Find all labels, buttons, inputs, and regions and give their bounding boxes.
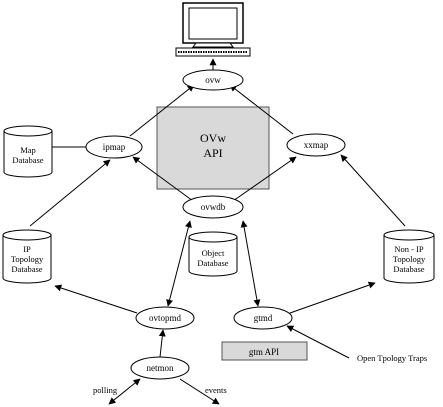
svg-text:Database: Database [11, 264, 42, 274]
arrow-ovwdb-to-ipmap [132, 156, 194, 202]
svg-text:ovwdb: ovwdb [201, 202, 226, 212]
ovw-api-box: OVw API [156, 106, 270, 190]
database-object: Object Database [188, 231, 238, 277]
svg-text:Object: Object [202, 248, 225, 258]
svg-text:ovw: ovw [205, 75, 221, 85]
arrow-ipmap-to-ovw [129, 84, 195, 137]
arrow-ovtopmd-to-ip-db [54, 284, 138, 314]
svg-text:Topology: Topology [393, 254, 426, 264]
polling-label: polling [93, 385, 118, 395]
svg-text:Database: Database [393, 264, 424, 274]
svg-text:Non - IP: Non - IP [394, 244, 424, 254]
arrow-netmon-to-ovtopmd [158, 329, 166, 358]
node-ovw: ovw [182, 69, 244, 91]
arrow-xxmap-to-ovw [229, 84, 294, 135]
svg-text:Map: Map [20, 145, 36, 155]
connections [29, 58, 406, 405]
database-non-ip-topology: Non - IP Topology Database [383, 229, 435, 284]
database-map: Map Database [3, 125, 53, 178]
open-topology-traps-label: Open Tpology Traps [357, 353, 427, 363]
gtm-api-label: gtm API [249, 347, 279, 357]
arrow-polling [108, 378, 141, 405]
node-gtmd: gtmd [233, 306, 293, 330]
svg-text:xxmap: xxmap [304, 140, 329, 150]
svg-text:gtmd: gtmd [254, 313, 273, 323]
svg-text:ipmap: ipmap [103, 142, 126, 152]
arrow-events [179, 378, 220, 405]
ovw-api-label-line2: API [203, 146, 222, 160]
svg-text:netmon: netmon [147, 363, 174, 373]
arrow-gtmd-to-non-ip-db [289, 281, 376, 314]
arrow-ovwdb-to-xxmap [232, 156, 297, 202]
node-ipmap: ipmap [85, 135, 143, 159]
svg-text:Database: Database [197, 258, 228, 268]
node-ovtopmd: ovtopmd [135, 306, 195, 330]
events-label: events [205, 385, 227, 395]
svg-text:Database: Database [12, 155, 43, 165]
arrow-ovtopmd-ovwdb [166, 220, 192, 307]
arrow-traps-to-gtmd [286, 325, 350, 359]
svg-text:ovtopmd: ovtopmd [149, 313, 182, 323]
gtm-api-box: gtm API [221, 341, 308, 361]
arrow-ip-db-to-ipmap [29, 159, 111, 227]
svg-text:IP: IP [23, 244, 31, 254]
node-ovwdb: ovwdb [182, 195, 244, 219]
ovw-api-label-line1: OVw [200, 131, 226, 145]
database-ip-topology: IP Topology Database [2, 229, 52, 284]
workstation-icon [175, 2, 251, 57]
node-xxmap: xxmap [286, 133, 346, 157]
svg-text:Topology: Topology [11, 254, 44, 264]
node-netmon: netmon [130, 356, 190, 380]
arrow-non-ip-db-to-xxmap [340, 154, 406, 227]
arrow-gtmd-ovwdb [240, 220, 261, 307]
